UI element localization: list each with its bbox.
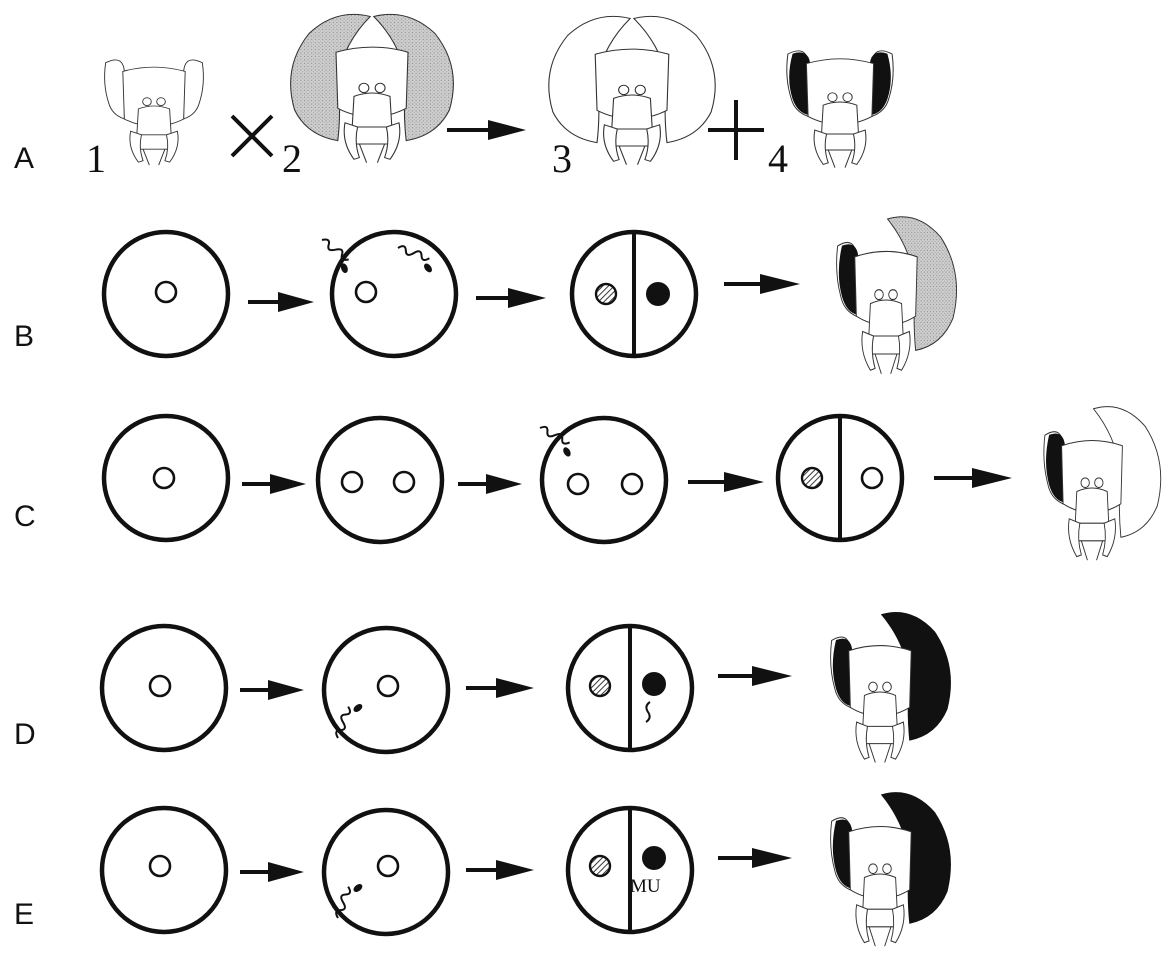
row-e-egg bbox=[99, 805, 229, 935]
number-label-1: 1 bbox=[86, 136, 106, 181]
row-label-b: B bbox=[14, 320, 34, 353]
row-d-egg bbox=[99, 623, 229, 753]
row-e-two-cell: MU bbox=[565, 805, 695, 935]
number-label-4: 4 bbox=[768, 136, 788, 181]
number-label-2: 2 bbox=[282, 136, 302, 181]
row-e-fertilization bbox=[321, 807, 451, 937]
arrow-d3 bbox=[718, 666, 792, 686]
arrow-e1 bbox=[240, 862, 304, 882]
row-label-c: C bbox=[14, 500, 36, 533]
row-c-two-nuclei bbox=[315, 415, 445, 545]
arrow-c2 bbox=[458, 474, 522, 494]
row-e-mosaic-head bbox=[830, 792, 951, 947]
arrow-b3 bbox=[724, 274, 800, 294]
number-label-3: 3 bbox=[552, 136, 572, 181]
arrow-c1 bbox=[242, 474, 306, 494]
row-d-fertilization bbox=[321, 625, 451, 755]
head-3-large-white-eyes bbox=[548, 15, 716, 166]
arrow-b1 bbox=[248, 292, 314, 312]
mu-label: MU bbox=[630, 876, 661, 897]
row-label-a: A bbox=[14, 142, 34, 175]
row-d-mosaic-head bbox=[830, 612, 951, 764]
row-label-d: D bbox=[14, 718, 36, 751]
arrow-a1 bbox=[447, 120, 526, 140]
plus-symbol bbox=[708, 100, 764, 160]
arrow-e2 bbox=[466, 860, 534, 880]
arrow-b2 bbox=[476, 288, 546, 308]
head-1-small-white-eyes bbox=[104, 59, 204, 166]
row-c-two-cell bbox=[775, 413, 905, 543]
row-c-fertilization bbox=[535, 415, 669, 545]
row-b-egg bbox=[101, 229, 231, 359]
row-d-two-cell bbox=[565, 623, 695, 753]
row-label-e: E bbox=[14, 898, 34, 931]
row-b-two-cell bbox=[569, 229, 699, 359]
row-b-fertilization bbox=[316, 229, 459, 359]
row-c-mosaic-head bbox=[1043, 406, 1162, 561]
sperm-tail-icon bbox=[645, 701, 651, 723]
arrow-e3 bbox=[718, 848, 792, 868]
row-b-mosaic-head bbox=[836, 216, 958, 375]
arrow-d2 bbox=[466, 678, 534, 698]
cross-symbol bbox=[230, 114, 274, 158]
arrow-d1 bbox=[240, 680, 304, 700]
head-2-large-grey-eyes bbox=[290, 13, 454, 164]
row-c-egg bbox=[101, 413, 231, 543]
head-4-small-black-eyes bbox=[786, 50, 894, 169]
arrow-c4 bbox=[934, 468, 1012, 488]
arrow-c3 bbox=[688, 472, 764, 492]
